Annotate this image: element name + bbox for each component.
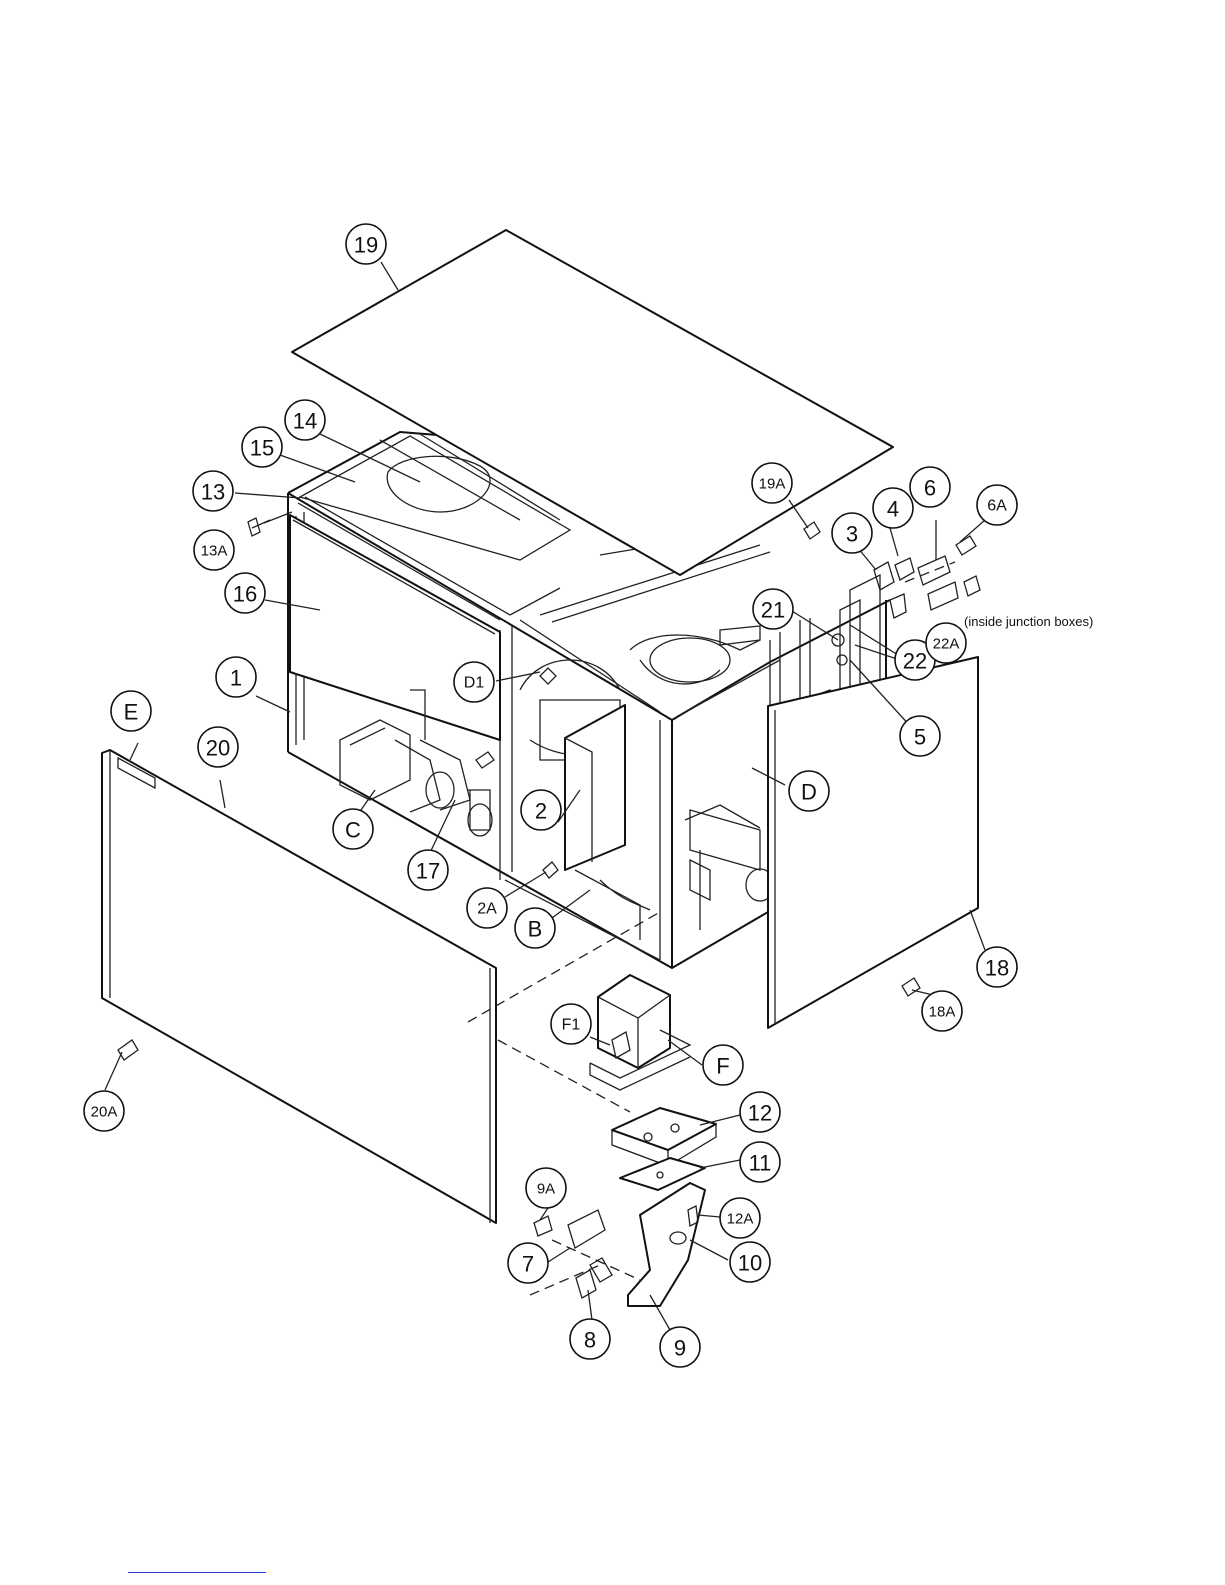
callout-6: 6 [910,467,950,507]
callout-16-label: 16 [233,582,257,607]
callout-D: D [789,771,829,811]
callout-14: 14 [285,400,325,440]
callout-C-label: C [345,818,361,843]
bracket-assembly [568,1108,716,1306]
callout-21: 21 [753,589,793,629]
callout-E-label: E [124,700,139,725]
callout-12: 12 [740,1092,780,1132]
callout-7: 7 [508,1243,548,1283]
callout-8-label: 8 [584,1328,596,1353]
callout-9-label: 9 [674,1336,686,1361]
callout-19-label: 19 [354,233,378,258]
callout-8: 8 [570,1319,610,1359]
callout-F: F [703,1045,743,1085]
callout-22-label: 22 [903,649,927,674]
callout-F1-label: F1 [562,1017,581,1034]
callout-E: E [111,691,151,731]
callout-4-label: 4 [887,497,899,522]
front-panel [102,750,496,1223]
callout-1-label: 1 [230,666,242,691]
callout-F1: F1 [551,1004,591,1044]
callout-16: 16 [225,573,265,613]
callout-B-label: B [528,917,543,942]
junction-box-note: (inside junction boxes) [964,614,1093,629]
callout-22A: 22A [926,623,966,663]
callout-20A-label: 20A [91,1104,118,1121]
control-box [565,705,625,870]
callout-20A: 20A [84,1091,124,1131]
callout-1: 1 [216,657,256,697]
callout-12A-label: 12A [727,1211,754,1228]
callout-D1-label: D1 [464,675,485,692]
callout-D1: D1 [454,662,494,702]
callout-3: 3 [832,513,872,553]
right-side-panel [768,657,978,1028]
callout-9A-label: 9A [537,1181,555,1198]
callout-C: C [333,809,373,849]
callout-5-label: 5 [914,725,926,750]
callout-3-label: 3 [846,522,858,547]
callout-13A: 13A [194,530,234,570]
callout-21-label: 21 [761,598,785,623]
callout-6A-label: 6A [987,498,1007,515]
footer-underline [128,1572,266,1573]
callout-19A: 19A [752,463,792,503]
callout-12-label: 12 [748,1101,772,1126]
callout-2A: 2A [467,888,507,928]
callout-20: 20 [198,727,238,767]
callout-18-label: 18 [985,956,1009,981]
callout-12A: 12A [720,1198,760,1238]
callout-5: 5 [900,716,940,756]
callout-9A: 9A [526,1168,566,1208]
callout-D-label: D [801,780,817,805]
callout-2-label: 2 [535,799,547,824]
callout-15-label: 15 [250,436,274,461]
callout-18: 18 [977,947,1017,987]
callout-2: 2 [521,790,561,830]
callout-15: 15 [242,427,282,467]
callout-11: 11 [740,1142,780,1182]
callout-14-label: 14 [293,409,317,434]
callout-F-label: F [716,1054,729,1079]
callout-10: 10 [730,1242,770,1282]
callout-13-label: 13 [201,480,225,505]
callout-9: 9 [660,1327,700,1367]
callout-11-label: 11 [749,1151,772,1176]
callout-7-label: 7 [522,1252,534,1277]
callout-20-label: 20 [206,736,230,761]
callout-13A-label: 13A [201,543,228,560]
callout-6A: 6A [977,485,1017,525]
callout-19: 19 [346,224,386,264]
top-panel [292,230,893,575]
callout-10-label: 10 [738,1251,762,1276]
callout-2A-label: 2A [477,901,497,918]
transformer [590,975,690,1090]
callout-17-label: 17 [416,859,440,884]
callout-B: B [515,908,555,948]
callout-17: 17 [408,850,448,890]
callout-18A: 18A [922,991,962,1031]
callout-18A-label: 18A [929,1004,956,1021]
callout-6-label: 6 [924,476,936,501]
callout-4: 4 [873,488,913,528]
callout-13: 13 [193,471,233,511]
callout-19A-label: 19A [759,476,786,493]
callout-22A-label: 22A [933,636,960,653]
